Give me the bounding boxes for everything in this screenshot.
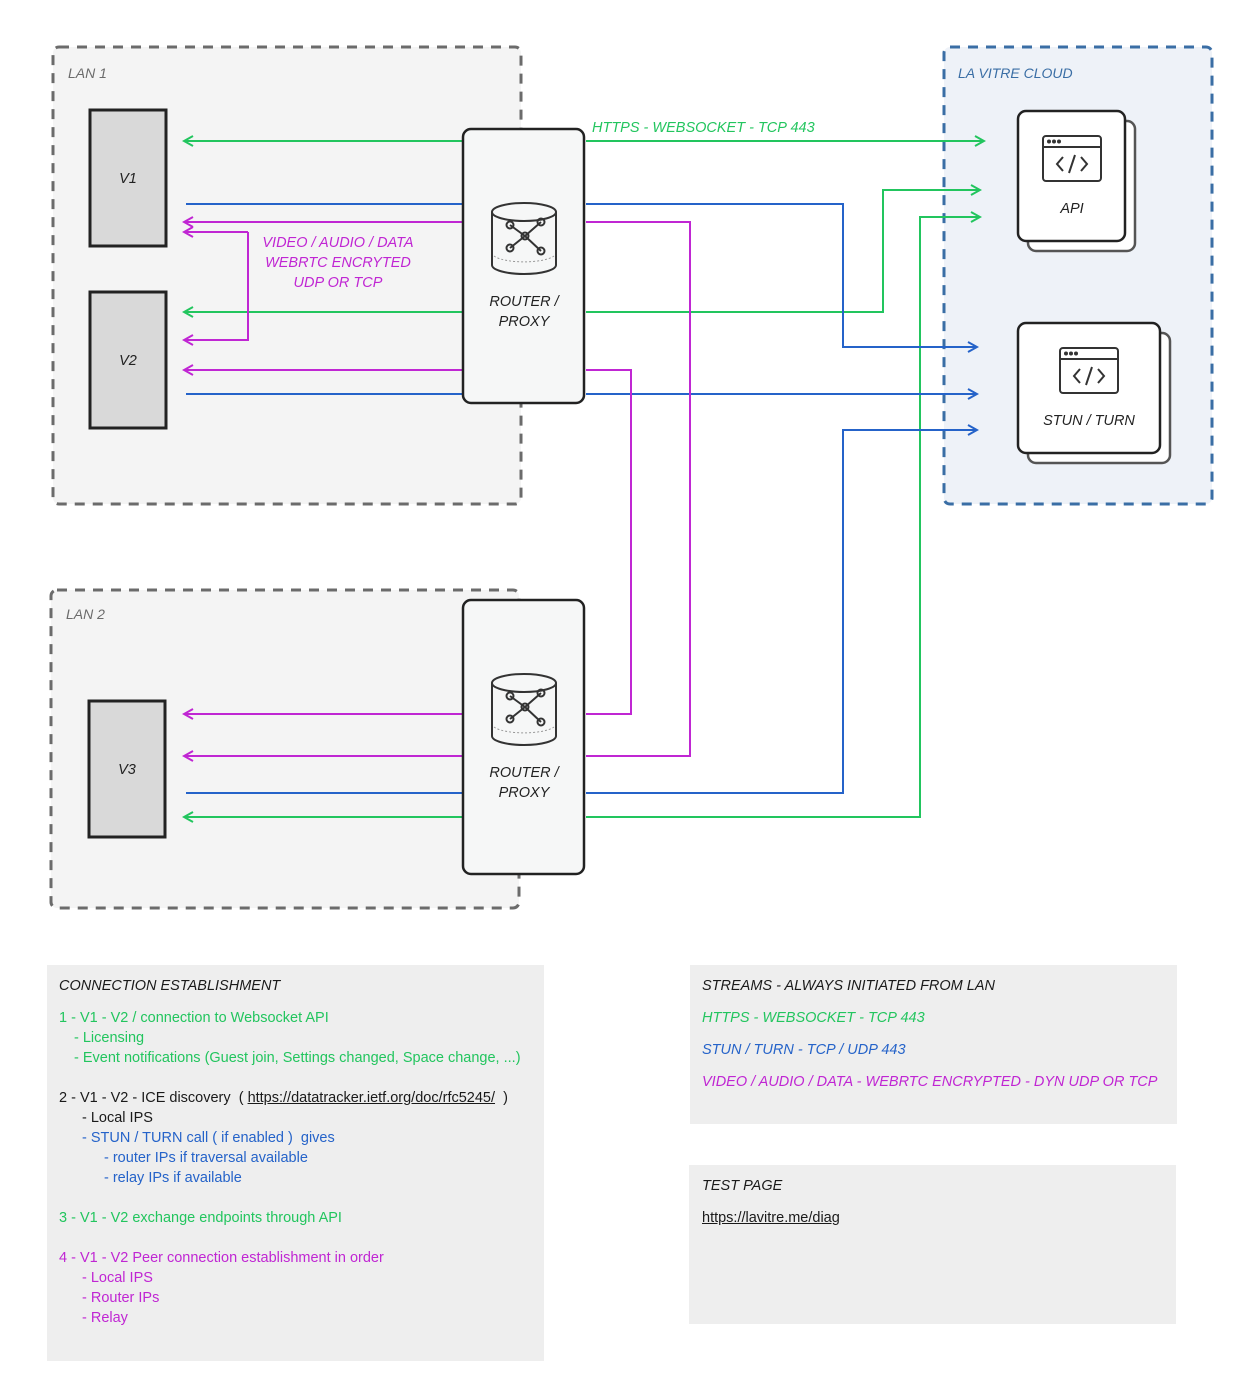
connection-lines — [184, 141, 984, 817]
test-page-title: TEST PAGE — [702, 1178, 783, 1194]
stun-turn-label: STUN / TURN — [1043, 413, 1135, 429]
step-1-item: - Event notifications (Guest join, Setti… — [74, 1050, 521, 1066]
device-v3: V3 — [87, 699, 167, 839]
lan-2-label: LAN 2 — [66, 606, 105, 622]
stun-link-3 — [586, 430, 977, 794]
diag-test-link[interactable]: https://lavitre.me/diag — [702, 1210, 840, 1226]
webrtc-label-line-3: UDP OR TCP — [294, 275, 383, 291]
step-4-item: - Router IPs — [82, 1290, 160, 1306]
webrtc-router-path-1 — [586, 221, 691, 757]
device-v1-label: V1 — [119, 171, 137, 187]
api-label: API — [1059, 201, 1083, 217]
legend-https: HTTPS - WEBSOCKET - TCP 443 — [702, 1010, 925, 1026]
https-link-api-3 — [586, 217, 980, 818]
router-1-label-line-1: ROUTER / — [489, 294, 560, 310]
test-page-panel: TEST PAGE https://lavitre.me/diag — [689, 1165, 1176, 1324]
device-v3-label: V3 — [118, 762, 136, 778]
router-1-label-line-2: PROXY — [499, 314, 551, 330]
step-2-subitem: - router IPs if traversal available — [104, 1150, 308, 1166]
streams-panel-title: STREAMS - ALWAYS INITIATED FROM LAN — [702, 978, 995, 994]
device-v2: V2 — [88, 290, 168, 430]
stun-link-1 — [586, 203, 977, 347]
api-server: API — [1016, 109, 1137, 253]
webrtc-router-path-2 — [586, 369, 632, 715]
code-window-icon — [1059, 347, 1119, 394]
device-v1: V1 — [88, 108, 168, 248]
step-2-text: 2 - V1 - V2 - ICE discovery ( — [59, 1090, 248, 1106]
step-2: 2 - V1 - V2 - ICE discovery ( https://da… — [59, 1090, 508, 1106]
legend-webrtc: VIDEO / AUDIO / DATA - WEBRTC ENCRYPTED … — [702, 1074, 1158, 1090]
step-2-item: - STUN / TURN call ( if enabled ) gives — [82, 1130, 335, 1146]
step-3: 3 - V1 - V2 exchange endpoints through A… — [59, 1210, 342, 1226]
legend-stun-turn: STUN / TURN - TCP / UDP 443 — [702, 1042, 906, 1058]
router-proxy-1: ROUTER / PROXY — [461, 127, 586, 405]
webrtc-label-line-1: VIDEO / AUDIO / DATA — [262, 235, 413, 251]
rfc5245-link[interactable]: https://datatracker.ietf.org/doc/rfc5245… — [247, 1090, 496, 1106]
connection-panel-title: CONNECTION ESTABLISHMENT — [59, 978, 281, 994]
step-1-item: - Licensing — [74, 1030, 145, 1046]
step-1: 1 - V1 - V2 / connection to Websocket AP… — [59, 1010, 329, 1026]
webrtc-v2-to-v1 — [184, 232, 249, 340]
stun-turn-server: STUN / TURN — [1016, 321, 1172, 465]
device-v2-label: V2 — [119, 353, 137, 369]
step-2-suffix: ) — [495, 1090, 508, 1106]
router-proxy-2: ROUTER / PROXY — [461, 598, 586, 876]
step-4: 4 - V1 - V2 Peer connection establishmen… — [59, 1250, 384, 1266]
router-cylinder-icon — [491, 673, 557, 746]
network-diagram: LAN 1 LAN 2 LA VITRE CLOUD — [49, 45, 1214, 910]
step-4-item: - Relay — [82, 1310, 128, 1326]
step-2-item: - Local IPS — [82, 1110, 153, 1126]
streams-legend-panel: STREAMS - ALWAYS INITIATED FROM LAN HTTP… — [690, 965, 1177, 1124]
webrtc-label-line-2: WEBRTC ENCRYTED — [265, 255, 411, 271]
router-2-label-line-2: PROXY — [499, 785, 551, 801]
https-line-label: HTTPS - WEBSOCKET - TCP 443 — [592, 120, 815, 136]
router-2-label-line-1: ROUTER / — [489, 765, 560, 781]
step-4-item: - Local IPS — [82, 1270, 153, 1286]
https-link-api-2 — [586, 190, 980, 313]
step-2-subitem: - relay IPs if available — [104, 1170, 242, 1186]
lan-1-label: LAN 1 — [68, 65, 107, 81]
connection-establishment-panel: CONNECTION ESTABLISHMENT 1 - V1 - V2 / c… — [47, 965, 544, 1361]
router-cylinder-icon — [491, 202, 557, 275]
code-window-icon — [1042, 135, 1102, 182]
cloud-label: LA VITRE CLOUD — [958, 65, 1073, 81]
